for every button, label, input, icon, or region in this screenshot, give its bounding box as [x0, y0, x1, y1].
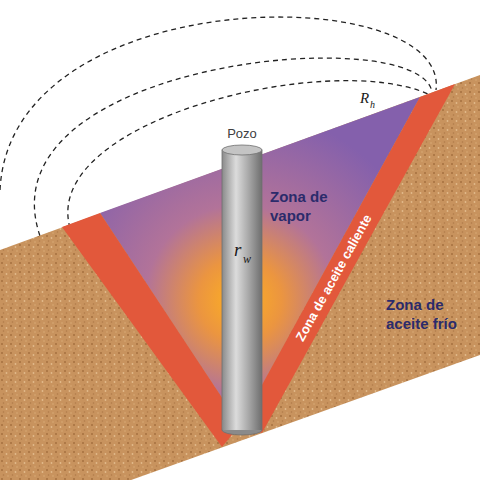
zone-label: Zona de vapor	[270, 188, 354, 226]
cold-oil-zone: Zona de aceite frío	[386, 296, 476, 334]
heated-radius-subscript: h	[370, 99, 375, 110]
heated-radius-symbol: R	[360, 90, 369, 107]
hot-oil-band-left	[62, 213, 240, 447]
zone-label: Zona de aceite frío	[386, 296, 476, 334]
well-pipe	[222, 145, 262, 435]
reservoir-layer	[0, 75, 480, 480]
well-label: Pozo	[227, 127, 257, 141]
radius-symbol: r	[234, 240, 241, 261]
radius-subscript: w	[243, 253, 251, 266]
hot-oil-band-right	[240, 84, 455, 433]
steam-zone: Zona de vapor	[270, 188, 354, 226]
